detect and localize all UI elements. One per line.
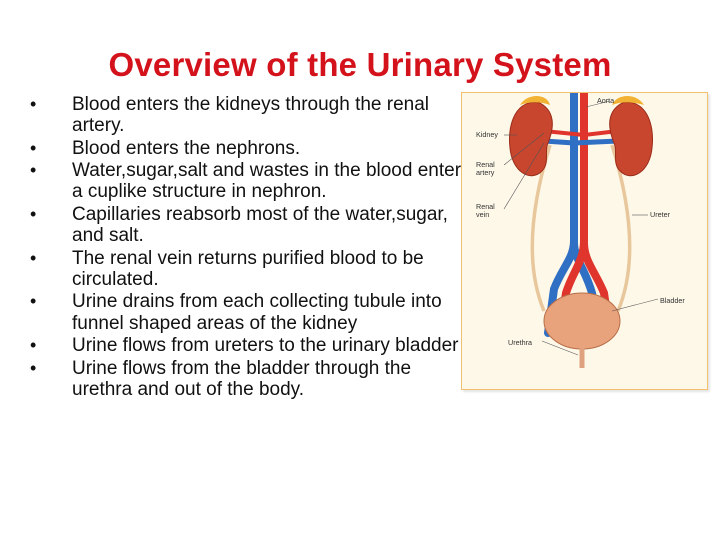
bullet-dot: •	[30, 94, 37, 114]
bullet-dot: •	[30, 203, 37, 224]
bullet-dot: •	[30, 137, 37, 158]
slide-title: Overview of the Urinary System	[108, 46, 612, 83]
bullet-text: Capillaries reabsorb most of the water,s…	[72, 203, 448, 247]
bullet-item: • Water,sugar,salt and wastes in the bloo…	[30, 160, 470, 202]
leader-bladder	[611, 298, 659, 312]
label-renal-vein-line1: Renal	[476, 202, 495, 211]
bullet-item: • Urine flows from the bladder through th…	[30, 358, 470, 400]
label-renal-artery-line1: Renal	[476, 160, 495, 169]
bullet-item: • Blood enters the nephrons.	[30, 138, 470, 159]
bullet-dot: •	[30, 335, 37, 356]
label-kidney: Kidney	[476, 130, 498, 139]
label-renal-artery-line2: artery	[476, 168, 495, 177]
bullet-text: Urine drains from each collecting tubule…	[72, 291, 442, 334]
bullet-text: Urine flows from ureters to the urinary …	[72, 335, 459, 357]
urinary-system-diagram: Aorta Kidney Renal artery Renal vein Ure…	[476, 93, 685, 368]
bullet-text: Blood enters the nephrons.	[72, 137, 301, 159]
right-adrenal-gland	[612, 96, 644, 105]
bullet-item: • Capillaries reabsorb most of the water,…	[30, 204, 470, 246]
left-adrenal-gland	[520, 96, 550, 105]
bullet-dot: •	[30, 357, 37, 378]
label-aorta: Aorta	[597, 96, 614, 105]
bladder	[543, 292, 621, 350]
label-ureter: Ureter	[650, 210, 671, 219]
leader-aorta	[585, 100, 611, 108]
leader-renal-artery	[503, 132, 545, 166]
label-bladder: Bladder	[660, 296, 685, 305]
vena-cava	[544, 93, 602, 337]
label-urethra: Urethra	[508, 338, 532, 347]
left-kidney	[508, 101, 553, 177]
right-kidney	[609, 101, 654, 177]
bullet-list: • Blood enters the kidneys through the re…	[30, 94, 470, 401]
bullet-dot: •	[30, 160, 37, 181]
bullet-text: Water,sugar,salt and wastes in the blood…	[72, 160, 462, 203]
bullet-text: Blood enters the kidneys through the ren…	[72, 94, 430, 137]
bullet-dot: •	[30, 247, 37, 268]
bullet-item: • Urine drains from each collecting tubul…	[30, 291, 470, 333]
label-renal-vein-line2: vein	[476, 210, 489, 219]
leader-urethra	[541, 340, 579, 356]
bullet-text: Urine flows from the bladder through the…	[72, 357, 412, 400]
right-renal-vein	[573, 138, 619, 146]
bullet-item: • The renal vein returns purified blood t…	[30, 248, 470, 290]
bullet-dot: •	[30, 291, 37, 312]
urinary-system-figure: Aorta Kidney Renal artery Renal vein Ure…	[461, 92, 708, 390]
bullet-text: The renal vein returns purified blood to…	[72, 247, 424, 290]
bullet-item: • Urine flows from ureters to the urinary…	[30, 335, 470, 356]
leader-renal-vein	[503, 142, 545, 210]
bullet-item: • Blood enters the kidneys through the re…	[30, 94, 470, 136]
aorta	[556, 93, 614, 337]
